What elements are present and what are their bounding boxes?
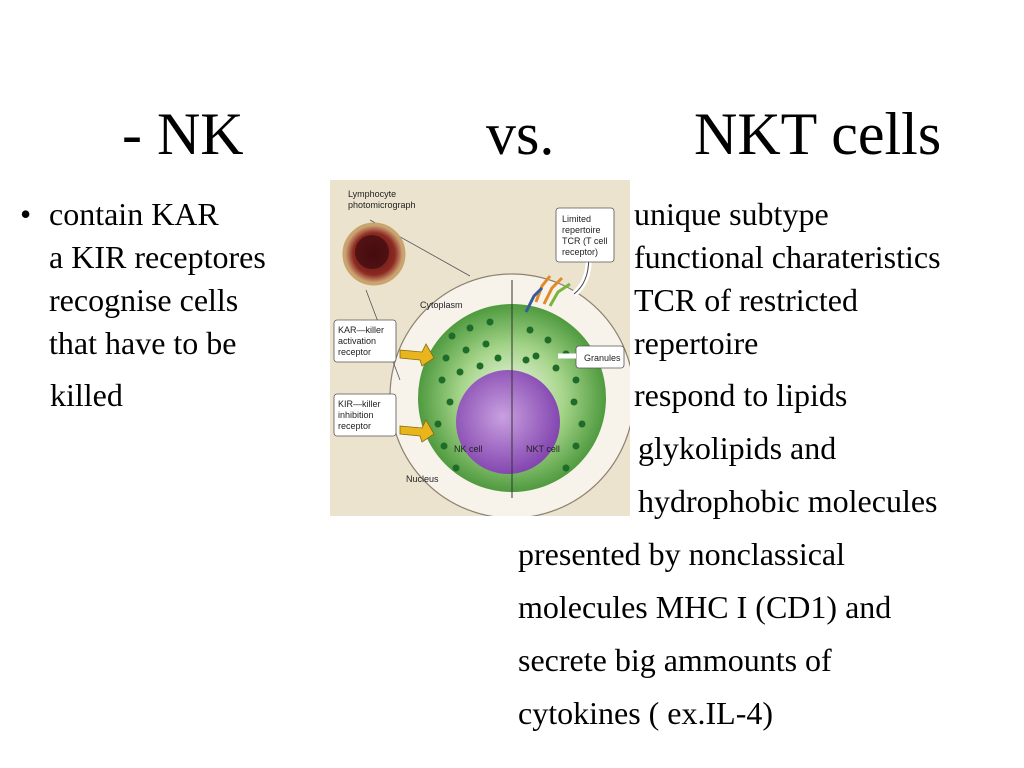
kar-receptor	[399, 343, 435, 367]
label-tcr: Limited repertoire TCR (T cell receptor)	[555, 207, 615, 263]
label-nkt-cell: NKT cell	[526, 444, 560, 454]
nk-line: contain KAR	[49, 196, 219, 232]
photo-nucleus	[355, 235, 389, 269]
label-cytoplasm: Cytoplasm	[420, 300, 463, 310]
label-nk-cell: NK cell	[454, 444, 483, 454]
nkt-line: molecules MHC I (CD1) and	[518, 589, 892, 625]
svg-text:receptor: receptor	[338, 421, 371, 431]
svg-text:KAR—killer: KAR—killer	[338, 325, 384, 335]
svg-text:KIR—killer: KIR—killer	[338, 399, 381, 409]
label-granules: Granules	[575, 345, 625, 369]
svg-text:receptor): receptor)	[562, 247, 598, 257]
svg-text:receptor: receptor	[338, 347, 371, 357]
nk-line: a KIR receptores	[49, 239, 266, 275]
nkt-line: secrete big ammounts of	[518, 642, 832, 678]
nkt-line: TCR of restricted	[634, 282, 858, 318]
svg-text:inhibition: inhibition	[338, 410, 374, 420]
nk-bullet-lines: contain KAR a KIR receptores recognise c…	[49, 193, 266, 365]
tcr-receptor	[524, 275, 571, 313]
label-nucleus: Nucleus	[406, 474, 439, 484]
nkt-line: repertoire	[634, 325, 759, 361]
title-nkt-cells: NKT cells	[694, 101, 942, 167]
nkt-line: presented by nonclassical	[518, 536, 845, 572]
nk-nkt-cell-figure: Lymphocyte photomicrograph Limited reper…	[330, 180, 630, 516]
svg-text:Limited: Limited	[562, 214, 591, 224]
nk-line: that have to be	[49, 325, 237, 361]
svg-text:photomicrograph: photomicrograph	[348, 200, 416, 210]
label-photomicrograph: Lymphocyte photomicrograph	[348, 189, 416, 210]
nk-line: recognise cells	[49, 282, 239, 318]
svg-text:TCR (T cell: TCR (T cell	[562, 236, 607, 246]
svg-text:Granules: Granules	[584, 353, 621, 363]
nkt-line: unique subtype	[634, 196, 829, 232]
svg-text:activation: activation	[338, 336, 376, 346]
nkt-line: functional charateristics	[634, 239, 941, 275]
nkt-line: cytokines ( ex.IL-4)	[518, 695, 774, 731]
nucleus	[456, 370, 560, 474]
kir-receptor	[399, 419, 435, 443]
cell-diagram: Lymphocyte photomicrograph Limited reper…	[330, 180, 630, 516]
granules	[434, 318, 586, 472]
nk-line-killed: killed	[50, 377, 123, 413]
title-nk: - NK	[122, 101, 244, 167]
bullet-icon: •	[20, 196, 32, 232]
nkt-line: respond to lipids	[634, 377, 848, 413]
label-kar: KAR—killer activation receptor	[333, 319, 397, 363]
nkt-line: hydrophobic molecules	[638, 483, 938, 519]
svg-text:repertoire: repertoire	[562, 225, 601, 235]
title-vs: vs.	[486, 101, 555, 167]
label-kir: KIR—killer inhibition receptor	[333, 393, 397, 437]
svg-text:Lymphocyte: Lymphocyte	[348, 189, 396, 199]
nkt-line: glykolipids and	[638, 430, 837, 466]
